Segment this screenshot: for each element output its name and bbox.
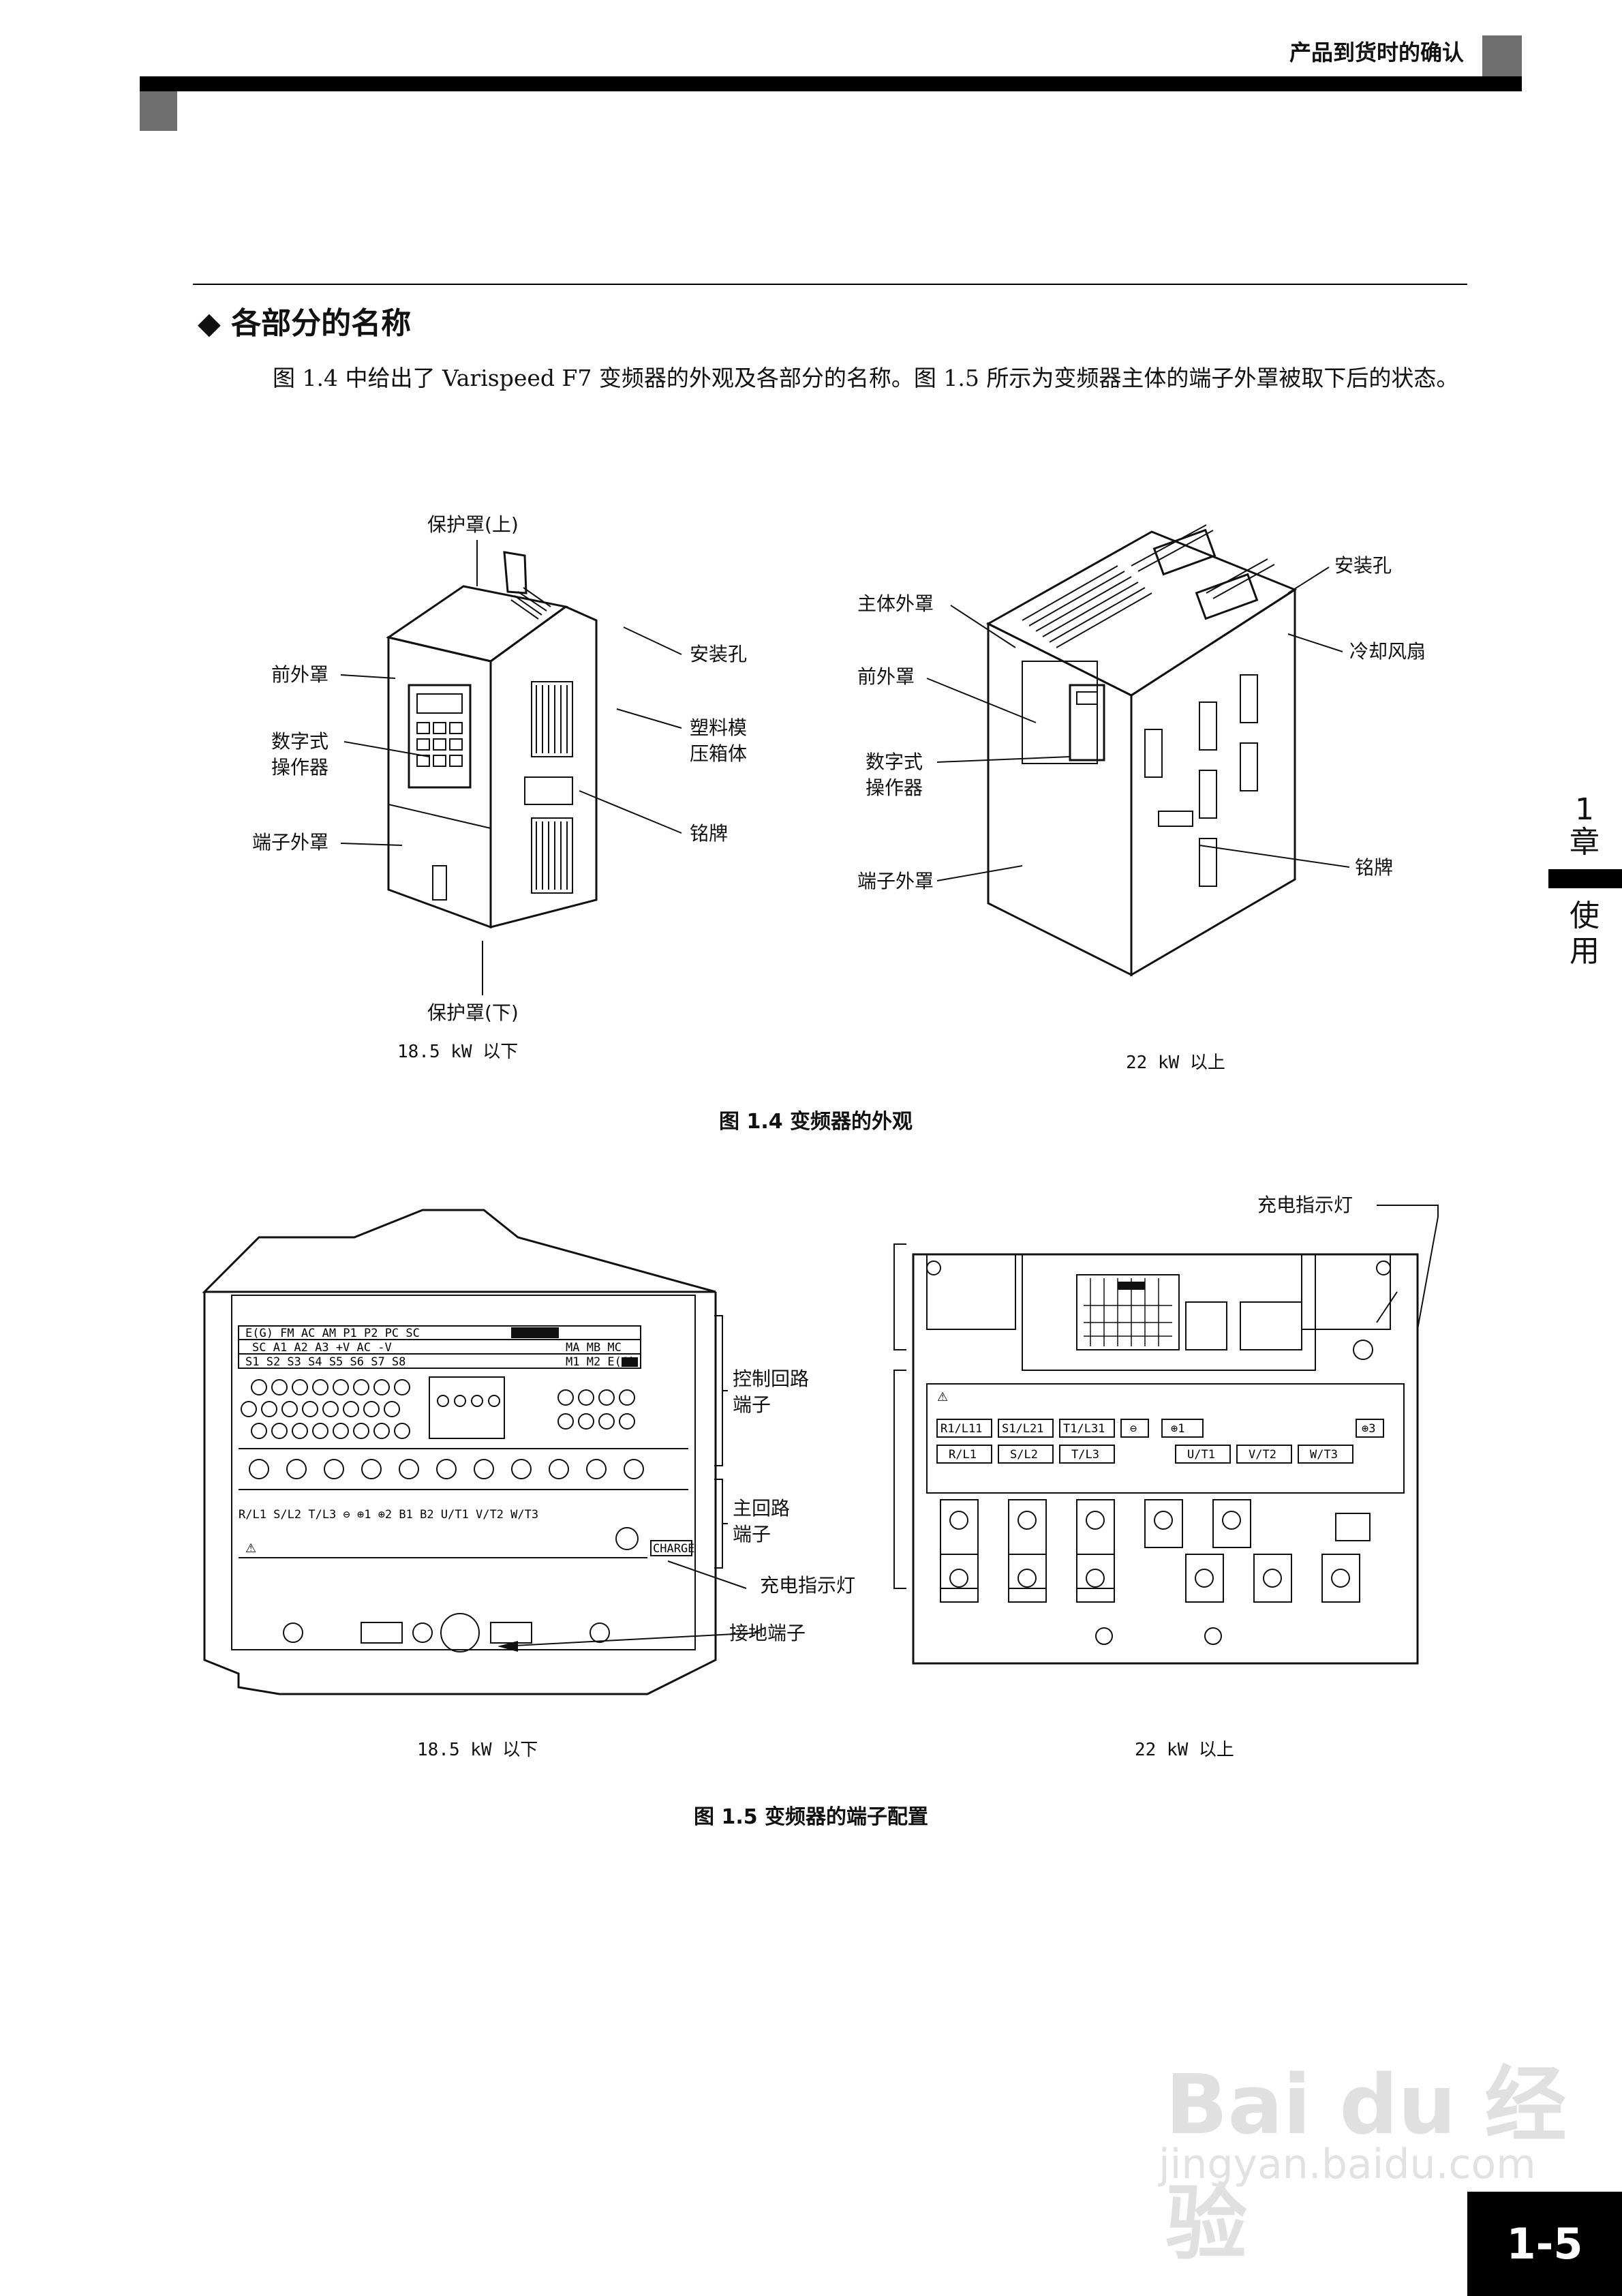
header-title: 产品到货时的确认	[1289, 40, 1464, 65]
label-main-1: 主回路	[733, 1497, 791, 1520]
label-digital-operator-r1: 数字式	[866, 751, 923, 773]
svg-text:W/T3: W/T3	[1310, 1448, 1338, 1462]
svg-text:⊖: ⊖	[1130, 1422, 1137, 1436]
page-number: 1-5	[1467, 2192, 1622, 2296]
svg-text:S/L2: S/L2	[1010, 1448, 1038, 1462]
svg-text:CHARGE: CHARGE	[653, 1542, 694, 1556]
label-nameplate: 铭牌	[690, 822, 729, 845]
svg-text:⚠: ⚠	[937, 1390, 948, 1404]
label-front-cover: 前外罩	[271, 663, 329, 686]
chapter-title-1: 使	[1570, 898, 1600, 933]
label-digital-operator-r2: 操作器	[866, 776, 923, 799]
chapter-title-2: 用	[1570, 934, 1600, 969]
label-case-2: 压箱体	[690, 742, 748, 765]
label-terminal-cover-r: 端子外罩	[857, 870, 934, 892]
terminal-layout-small: E(G) FM AC AM P1 P2 PC SC SC A1 A2 A3 +V…	[202, 1209, 717, 1695]
label-charge-left: 充电指示灯	[760, 1574, 856, 1597]
baidu-watermark-url: jingyan.baidu.com	[1159, 2141, 1536, 2188]
baidu-watermark-logo: Bai du 经验	[1165, 2058, 1567, 2271]
svg-text:R/L1: R/L1	[949, 1448, 977, 1462]
label-cooling-fan-r: 冷却风扇	[1349, 640, 1426, 663]
fig15-caption: 图 1.5 变频器的端子配置	[694, 1805, 929, 1829]
label-digital-operator-2: 操作器	[271, 756, 329, 779]
label-control-1: 控制回路	[733, 1368, 810, 1390]
header-bar	[140, 76, 1522, 91]
intro-paragraph: 图 1.4 中给出了 Varispeed F7 变频器的外观及各部分的名称。图 …	[273, 365, 1459, 391]
header-tab-block	[1482, 35, 1522, 76]
fig15-right-sub: 22 kW 以上	[1135, 1740, 1234, 1760]
svg-text:S1/L21: S1/L21	[1002, 1422, 1043, 1436]
fig14-right-sub: 22 kW 以上	[1126, 1053, 1225, 1073]
svg-text:MA MB MC: MA MB MC	[566, 1341, 622, 1355]
inverter-small-illustration	[386, 551, 598, 929]
label-top-cover: 保护罩(上)	[427, 513, 519, 536]
label-digital-operator-1: 数字式	[271, 730, 329, 753]
svg-text:R/L1 S/L2 T/L3 ⊖ ⊕1 ⊕2 B: R/L1 S/L2 T/L3 ⊖ ⊕1 ⊕2 B1 B2 U/T1 V/T2 W…	[239, 1508, 538, 1522]
svg-text:⊕3: ⊕3	[1362, 1422, 1375, 1436]
label-ground: 接地端子	[729, 1622, 806, 1644]
label-front-cover-r: 前外罩	[857, 665, 915, 688]
label-main-cover-r: 主体外罩	[857, 592, 934, 615]
svg-text:V/T2: V/T2	[1249, 1448, 1276, 1462]
section-rule	[193, 284, 1467, 285]
chapter-number: 1	[1575, 792, 1594, 827]
svg-text:SC A1 A2 A3 +V AC: SC A1 A2 A3 +V AC -V	[252, 1341, 392, 1355]
chapter-bar	[1548, 869, 1622, 888]
svg-text:⚠: ⚠	[245, 1541, 256, 1556]
svg-text:R1/L11: R1/L11	[940, 1422, 982, 1436]
svg-text:⊕1: ⊕1	[1171, 1422, 1184, 1436]
label-nameplate-r: 铭牌	[1355, 856, 1394, 879]
fig14-left-sub: 18.5 kW 以下	[397, 1042, 519, 1062]
label-terminal-cover: 端子外罩	[252, 831, 329, 854]
label-bottom-cover: 保护罩(下)	[427, 1001, 519, 1024]
header-square	[140, 91, 177, 131]
svg-text:U/T1: U/T1	[1187, 1448, 1215, 1462]
chapter-word: 章	[1570, 825, 1600, 860]
fig14-caption: 图 1.4 变频器的外观	[719, 1110, 913, 1134]
label-charge-right: 充电指示灯	[1257, 1194, 1353, 1216]
label-mount-hole-r: 安装孔	[1334, 554, 1392, 577]
fig15-left-sub: 18.5 kW 以下	[417, 1740, 538, 1760]
inverter-large-illustration	[985, 524, 1298, 977]
svg-text:M1 M2 E(G): M1 M2 E(G)	[566, 1355, 635, 1369]
section-heading: ◆ 各部分的名称	[198, 306, 412, 341]
label-mount-hole: 安装孔	[690, 643, 748, 665]
label-case-1: 塑料模	[690, 716, 748, 739]
svg-text:T1/L31: T1/L31	[1063, 1422, 1105, 1436]
svg-text:E(G) FM AC AM P1 P2: E(G) FM AC AM P1 P2 PC SC	[245, 1327, 420, 1340]
label-control-2: 端子	[733, 1393, 771, 1416]
label-main-2: 端子	[733, 1523, 771, 1545]
svg-text:T/L3: T/L3	[1071, 1448, 1099, 1462]
svg-text:S1 S2 S3 S4 S5 S6: S1 S2 S3 S4 S5 S6 S7 S8	[245, 1355, 406, 1369]
